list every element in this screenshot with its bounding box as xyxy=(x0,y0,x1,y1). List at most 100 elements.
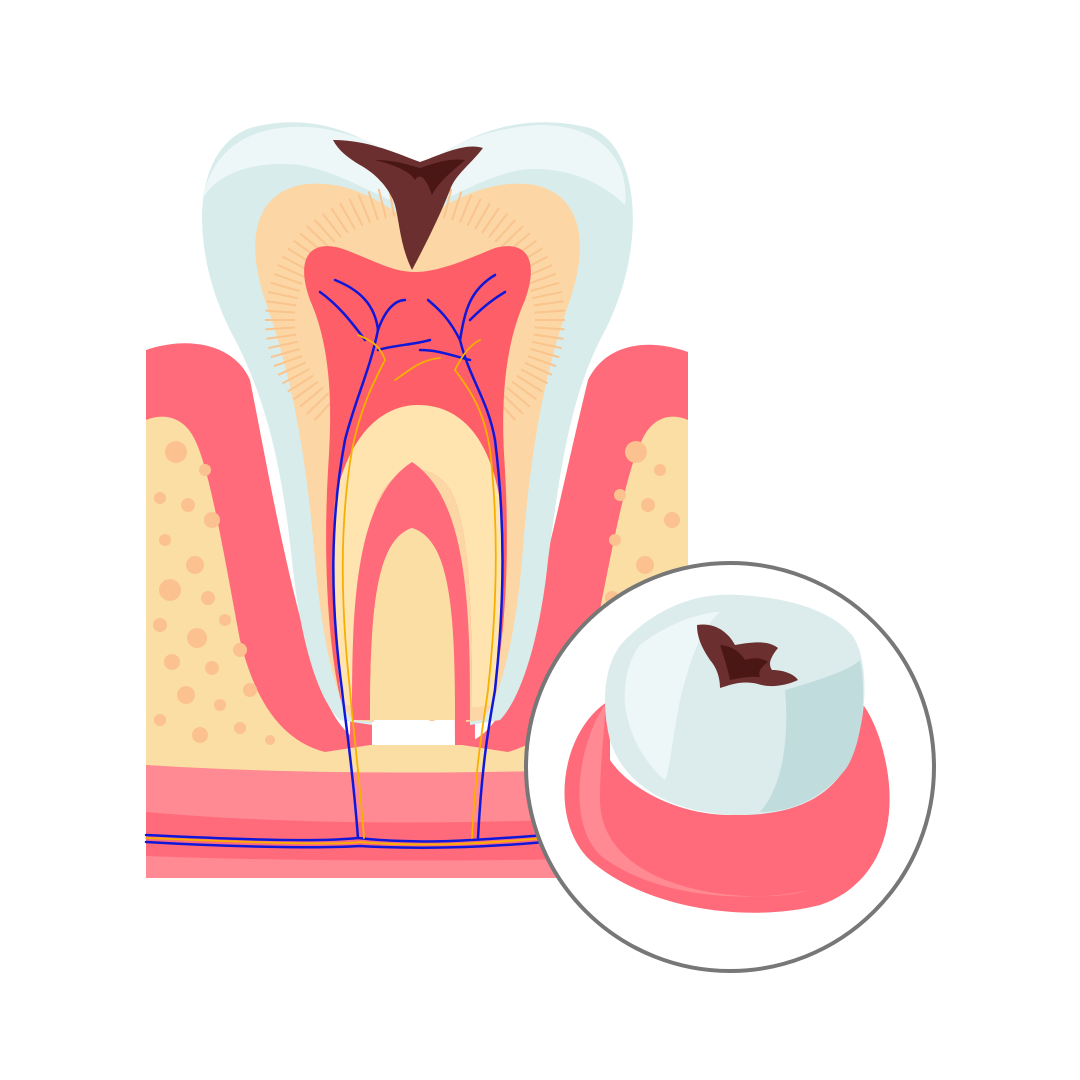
bone-spot xyxy=(219,614,231,626)
dentin-tubule xyxy=(520,368,548,385)
blood-vessel xyxy=(376,298,407,332)
bone-spot xyxy=(614,489,626,501)
bone-spot xyxy=(233,643,247,657)
dentin-tubule xyxy=(339,202,356,230)
dentin-tubule xyxy=(266,333,297,340)
root-inner-gum xyxy=(352,462,470,720)
caries-lesion xyxy=(333,140,483,270)
dentin-tubule xyxy=(516,374,543,393)
dentin-tubule xyxy=(511,380,537,401)
dentin-tubule xyxy=(481,207,500,234)
blood-vessel xyxy=(468,290,507,322)
dentin-tubule xyxy=(494,219,517,243)
inset-cavity-dark xyxy=(720,645,768,680)
dentin-tubule xyxy=(466,198,482,227)
bone-spot xyxy=(153,618,167,632)
bone-spot xyxy=(159,534,171,546)
dentin-tubule xyxy=(532,290,562,300)
dentin-tubule xyxy=(527,354,557,368)
bone-spot xyxy=(641,498,655,512)
dentin-tubule xyxy=(273,272,303,286)
nerve-fiber xyxy=(394,357,441,381)
blood-vessel xyxy=(332,328,380,840)
dentin-tubule xyxy=(527,272,557,286)
dentin-tubule xyxy=(357,194,371,224)
dentin-tubule xyxy=(530,347,560,359)
dentin-tubule xyxy=(533,300,564,307)
dentin-tubule xyxy=(268,340,298,350)
dentin-tubule xyxy=(367,191,379,221)
bone-spot xyxy=(199,464,211,476)
enamel-highlight xyxy=(202,125,626,210)
blood-vessel xyxy=(458,273,497,342)
dentin-tubule xyxy=(282,368,310,385)
dentin-tubule xyxy=(451,191,463,221)
inset-tooth-highlight xyxy=(624,612,720,780)
tooth xyxy=(202,122,633,726)
dentin-tubule xyxy=(299,386,324,408)
dentin-tubule xyxy=(534,326,565,331)
bone-spot xyxy=(609,534,621,546)
dentin-tubule xyxy=(500,225,524,248)
dentin-tubule xyxy=(265,326,296,331)
dentin-tubule xyxy=(532,340,562,350)
pulp-inner-layer xyxy=(332,405,503,708)
nerves xyxy=(145,334,546,846)
bone-spot xyxy=(204,512,220,528)
blood-vessel xyxy=(376,338,432,352)
dentin-tubule xyxy=(474,202,491,230)
dentin-tubule xyxy=(306,225,330,248)
dentin-tubule xyxy=(533,333,564,340)
blood-vessel xyxy=(333,278,380,332)
dentin-tubule xyxy=(268,290,298,300)
bone-spot xyxy=(187,628,207,648)
bone-spot xyxy=(205,661,219,675)
dentin-tubule xyxy=(313,219,336,243)
blood-vessel xyxy=(418,348,472,362)
dentin-tubule xyxy=(524,361,553,376)
dentin-tubule xyxy=(348,198,364,227)
bone-spot xyxy=(234,722,246,734)
inset-gum-light xyxy=(579,705,810,897)
dentin-tubule xyxy=(534,309,565,314)
dentin-tubule xyxy=(377,188,387,219)
bone-spot xyxy=(177,686,195,704)
bone-spot xyxy=(192,727,208,743)
blood-vessel xyxy=(318,290,367,342)
dentin-tubule xyxy=(530,281,560,293)
dentin-tubule xyxy=(321,213,342,238)
dentin-tubule xyxy=(459,194,473,224)
bone-spot xyxy=(181,498,195,512)
bone-spot xyxy=(159,579,181,601)
bone-spot xyxy=(154,714,166,726)
bone-spot xyxy=(186,556,204,574)
bone-spot xyxy=(265,735,275,745)
dentin-tubule xyxy=(277,361,306,376)
dentin-tubule xyxy=(500,392,524,415)
nerve-fiber xyxy=(454,339,481,371)
bone-spot xyxy=(636,556,654,574)
bone-spot xyxy=(201,591,215,605)
bone-spot xyxy=(243,683,257,697)
bone-spot xyxy=(625,441,647,463)
bone-spot xyxy=(214,699,226,711)
bone-spot xyxy=(664,512,680,528)
blood-vessels xyxy=(144,273,547,849)
dentin-tubule xyxy=(270,281,300,293)
dentin-tubule xyxy=(266,300,297,307)
bone-spot xyxy=(154,492,166,504)
root-inner-bone xyxy=(370,528,455,720)
nerve-fiber xyxy=(341,359,386,839)
dentin-tubule xyxy=(270,347,300,359)
blood-vessel xyxy=(144,840,547,849)
dentin-tubule xyxy=(506,386,531,408)
dentin-tubule xyxy=(330,207,349,234)
dentin-tubule xyxy=(287,374,314,393)
dentin-tubule xyxy=(488,213,509,238)
bone-spot xyxy=(164,654,180,670)
inset-magnifier xyxy=(524,561,936,973)
blood-vessel xyxy=(426,298,462,342)
inset-tooth-shadow xyxy=(760,660,864,812)
